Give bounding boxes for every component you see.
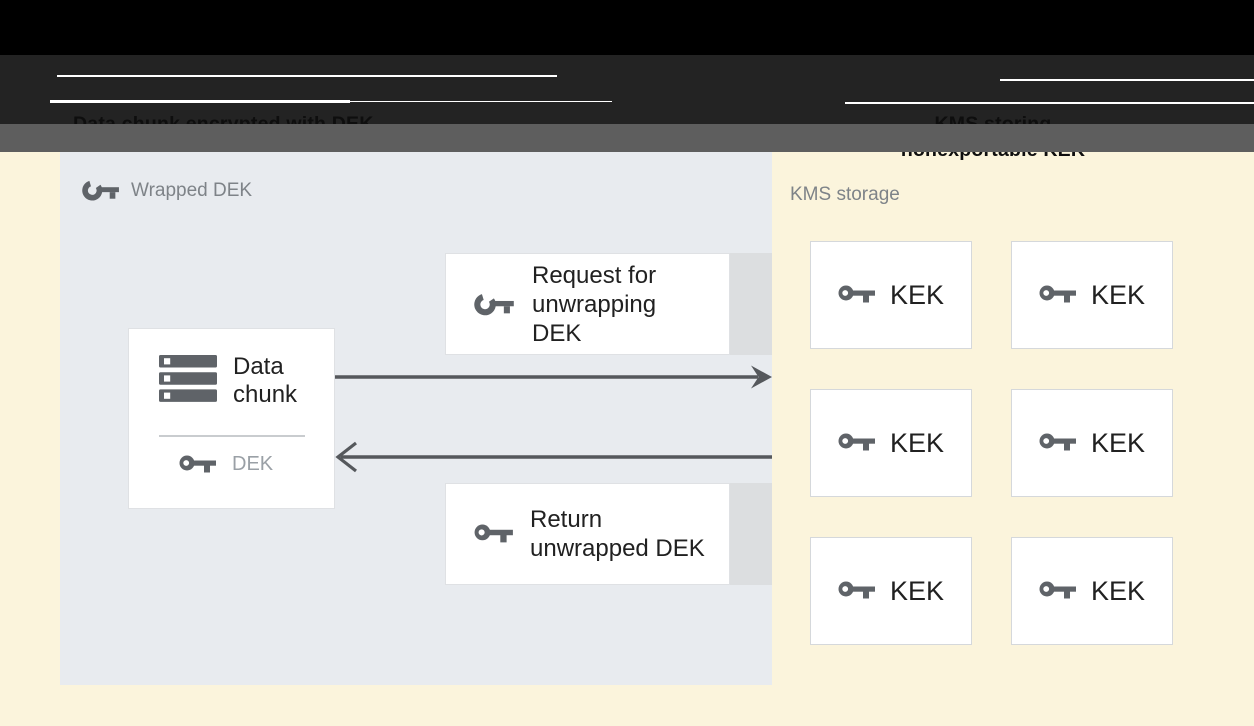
kek-label: KEK	[889, 575, 945, 606]
kek-label: KEK	[1090, 279, 1146, 310]
kek-label: KEK	[889, 279, 945, 310]
glitch-line	[57, 75, 557, 77]
kek-label: KEK	[889, 427, 945, 458]
wrapped-dek-label: Wrapped DEK	[131, 179, 253, 201]
glitch-line	[350, 101, 612, 102]
kek-card: KEK	[1011, 389, 1173, 497]
kek-card: KEK	[810, 241, 972, 349]
key-icon	[1039, 581, 1076, 599]
glitch-line	[845, 102, 1254, 104]
header-caption-band: Data chunk encrypted with DEK and stored…	[0, 55, 1254, 161]
return-arrow	[335, 441, 772, 473]
wrapped-dek-panel: Wrapped DEK Data chunk DEK Request for u…	[60, 152, 772, 685]
return-card-shadow	[729, 483, 772, 585]
kek-label: KEK	[1090, 575, 1146, 606]
kek-label: KEK	[1090, 427, 1146, 458]
kek-card: KEK	[1011, 241, 1173, 349]
kms-storage-label: KMS storage	[790, 184, 900, 205]
dek-row: DEK	[179, 453, 273, 476]
key-icon	[838, 285, 875, 303]
kek-card: KEK	[810, 537, 972, 645]
return-unwrapped-label: Return unwrapped DEK	[530, 506, 705, 562]
kek-grid: KEK KEK KEK KEK KEK KEK	[810, 241, 1173, 645]
kek-card: KEK	[810, 389, 972, 497]
header-black-band	[0, 0, 1254, 55]
request-unwrap-card: Request for unwrapping DEK	[445, 253, 730, 355]
glitch-line	[1000, 79, 1254, 81]
divider	[159, 435, 305, 437]
request-unwrap-label: Request for unwrapping DEK	[532, 261, 657, 347]
key-icon	[1039, 285, 1076, 303]
request-card-shadow	[729, 253, 772, 355]
key-icon	[838, 433, 875, 451]
glitch-line	[50, 100, 350, 103]
header-gray-strip	[0, 124, 1254, 152]
request-arrow	[335, 365, 772, 389]
key-icon	[838, 581, 875, 599]
flow-arrows	[335, 365, 772, 473]
data-chunk-title: Data chunk	[233, 353, 298, 408]
dek-label: DEK	[232, 453, 274, 475]
return-unwrapped-card: Return unwrapped DEK	[445, 483, 730, 585]
key-icon	[1039, 433, 1076, 451]
wrapped-dek-label-row: Wrapped DEK	[82, 178, 252, 203]
data-chunk-card: Data chunk DEK	[128, 328, 335, 509]
kek-card: KEK	[1011, 537, 1173, 645]
